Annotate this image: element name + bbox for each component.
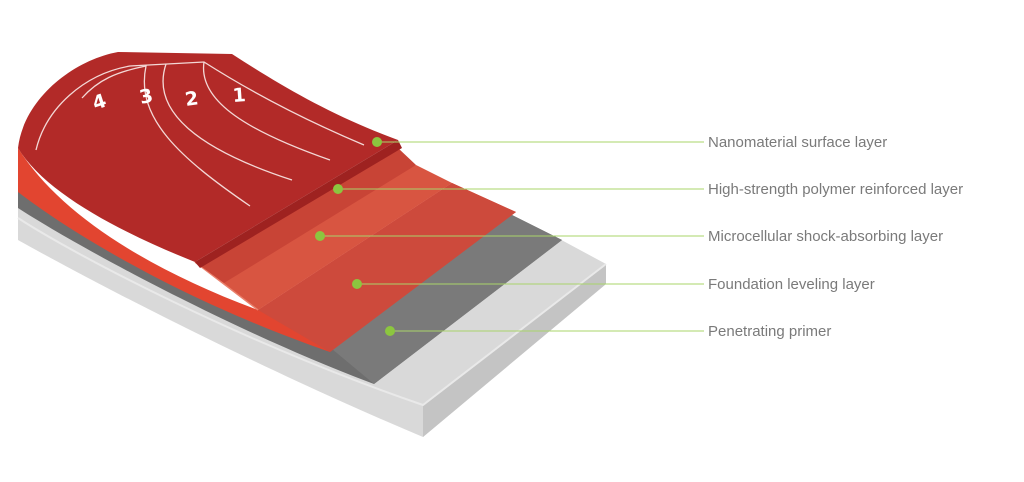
label-polymer-reinforced-layer: High-strength polymer reinforced layer <box>708 181 963 198</box>
label-shock-absorbing-layer: Microcellular shock-absorbing layer <box>708 228 943 245</box>
callout-dot-leveling <box>352 279 362 289</box>
lane-number-3: 3 <box>137 85 155 109</box>
lane-number-4: 4 <box>90 90 109 115</box>
callout-dot-nanomaterial <box>372 137 382 147</box>
lane-lines <box>35 61 365 207</box>
primer-layer <box>18 188 562 384</box>
lane-number-1: 1 <box>232 84 247 107</box>
callout-leaders <box>315 137 704 336</box>
callout-dot-primer <box>385 326 395 336</box>
callout-dot-shock <box>315 231 325 241</box>
callout-labels: Nanomaterial surface layer High-strength… <box>708 134 963 340</box>
surface-layer: 4 3 2 1 <box>18 52 402 268</box>
lane-number-2: 2 <box>184 87 200 111</box>
concrete-base <box>17 200 607 437</box>
reinforced-layer <box>195 148 416 283</box>
label-foundation-leveling-layer: Foundation leveling layer <box>708 276 875 293</box>
label-penetrating-primer: Penetrating primer <box>708 323 831 340</box>
label-nanomaterial-surface-layer: Nanomaterial surface layer <box>708 134 887 151</box>
callout-dot-reinforced <box>333 184 343 194</box>
leveling-layer <box>18 148 516 352</box>
lane-numbers: 4 3 2 1 <box>90 84 247 115</box>
